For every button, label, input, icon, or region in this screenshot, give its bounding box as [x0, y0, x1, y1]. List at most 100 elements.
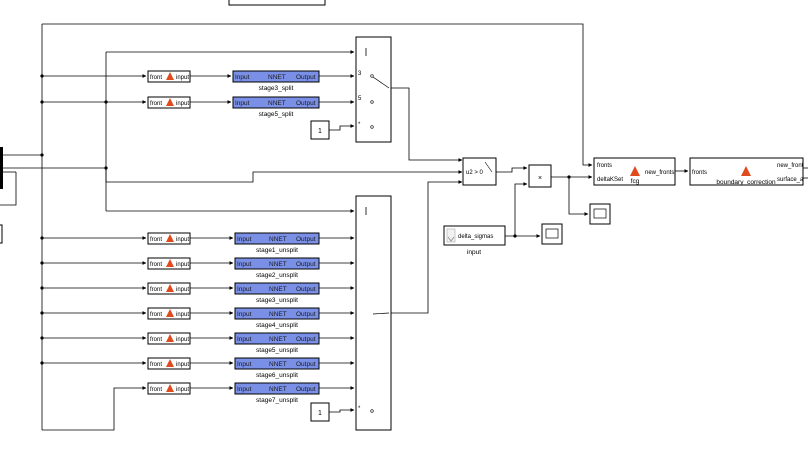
scope-icon [593, 208, 607, 219]
nnet-title: NNET [269, 261, 287, 268]
cutoff-block-left[interactable] [0, 224, 3, 244]
nnet-input-label: Input [237, 386, 252, 393]
port-label-input: input [176, 387, 189, 393]
block-name: fcg [631, 178, 640, 185]
matlab-icon [741, 166, 751, 176]
switch-condition: u2 > 0 [466, 170, 484, 176]
port-label-front: front [150, 337, 162, 343]
nnet-title: NNET [269, 336, 287, 343]
port-label: deltaKSet [597, 177, 623, 183]
port-label-front: front [150, 262, 162, 268]
matlab-icon [166, 72, 174, 80]
block-name: stage5_unsplit [256, 347, 298, 354]
nnet-title: NNET [269, 236, 287, 243]
matlab-icon [166, 334, 174, 342]
block-name: stage5_split [259, 111, 294, 118]
nnet-block[interactable] [234, 282, 320, 295]
nnet-input-label: Input [237, 336, 252, 343]
block-name: stage1_unsplit [256, 247, 298, 254]
block-name: stage7_unsplit [256, 397, 298, 404]
port-label-input: input [176, 101, 189, 107]
port-label-input: input [176, 262, 189, 268]
nnet-title: NNET [269, 286, 287, 293]
nnet-block[interactable] [234, 357, 320, 370]
constant-block[interactable] [310, 120, 330, 140]
port-label-input: input [176, 75, 189, 81]
port-label-front: front [150, 387, 162, 393]
block-name: boundary_correction [716, 179, 776, 186]
port-label-input: input [176, 287, 189, 293]
nnet-input-label: Input [237, 311, 252, 318]
switch-block[interactable] [462, 157, 497, 186]
block-name: input [467, 249, 481, 256]
port-label: surface_a [777, 177, 804, 183]
nnet-output-label: Output [296, 311, 316, 318]
block-name: stage2_unsplit [256, 272, 298, 279]
nnet-title: NNET [269, 361, 287, 368]
nnet-title: NNET [269, 386, 287, 393]
port-label-input: input [176, 362, 189, 368]
port-label: new_front [777, 163, 804, 169]
nnet-output-label: Output [296, 74, 316, 81]
port-label-input: input [176, 337, 189, 343]
port-label: fronts [692, 170, 707, 176]
scope-icon [545, 228, 559, 239]
signal-lines [0, 23, 808, 431]
port-label-front: front [150, 312, 162, 318]
nnet-title: NNET [268, 74, 286, 81]
product-symbol: × [538, 175, 542, 182]
nnet-output-label: Output [296, 236, 316, 243]
nnet-input-label: Input [235, 74, 250, 81]
constant-value: 1 [318, 410, 322, 417]
port-label: fronts [597, 163, 612, 169]
split-group: front input Input NNET Output stage3_spl… [147, 36, 392, 143]
nnet-block[interactable] [232, 70, 320, 83]
nnet-block[interactable] [234, 382, 320, 395]
port-label-front: front [150, 75, 162, 81]
port-label-front: front [150, 237, 162, 243]
matlab-icon [166, 234, 174, 242]
nnet-output-label: Output [296, 361, 316, 368]
port-label-input: input [176, 312, 189, 318]
delta-sigmas-value: delta_sigmas [458, 234, 493, 240]
constant-value: 1 [318, 128, 322, 135]
switch-port-label: 5 [358, 96, 362, 102]
product-block[interactable] [528, 164, 552, 188]
nnet-block[interactable] [234, 332, 320, 345]
switch-port-label: 3 [358, 71, 362, 77]
switch-port-default: * [358, 122, 361, 128]
nnet-input-label: Input [235, 100, 250, 107]
nnet-title: NNET [268, 100, 286, 107]
switch-port-default: * [358, 406, 361, 412]
nnet-block[interactable] [234, 257, 320, 270]
matlab-icon [166, 359, 174, 367]
nnet-output-label: Output [296, 261, 316, 268]
nnet-block[interactable] [232, 96, 320, 109]
nnet-title: NNET [269, 311, 287, 318]
nnet-output-label: Output [296, 336, 316, 343]
port-label-front: front [150, 362, 162, 368]
block-name: stage4_unsplit [256, 322, 298, 329]
cutoff-block-top[interactable] [228, 0, 326, 6]
nnet-block[interactable] [234, 307, 320, 320]
delta-sigmas-block[interactable] [443, 225, 506, 246]
constant-block[interactable] [310, 402, 330, 422]
port-label-front: front [150, 287, 162, 293]
multiport-switch-split[interactable] [355, 36, 392, 143]
nnet-output-label: Output [296, 100, 316, 107]
block-name: stage3_split [259, 85, 294, 92]
nnet-output-label: Output [296, 286, 316, 293]
unsplit-group: frontinputInputNNETOutputstage1_unsplit1… [147, 232, 374, 404]
nnet-block[interactable] [234, 232, 320, 245]
matlab-icon [630, 166, 640, 176]
port-label: new_fronts [645, 170, 674, 176]
junction-dots [40, 74, 571, 365]
matlab-icon [166, 259, 174, 267]
matlab-icon [166, 384, 174, 392]
demux-block-left[interactable] [0, 147, 3, 189]
block-name: stage3_unsplit [256, 297, 298, 304]
from-workspace-icon [446, 228, 456, 243]
block-name: stage6_unsplit [256, 372, 298, 379]
